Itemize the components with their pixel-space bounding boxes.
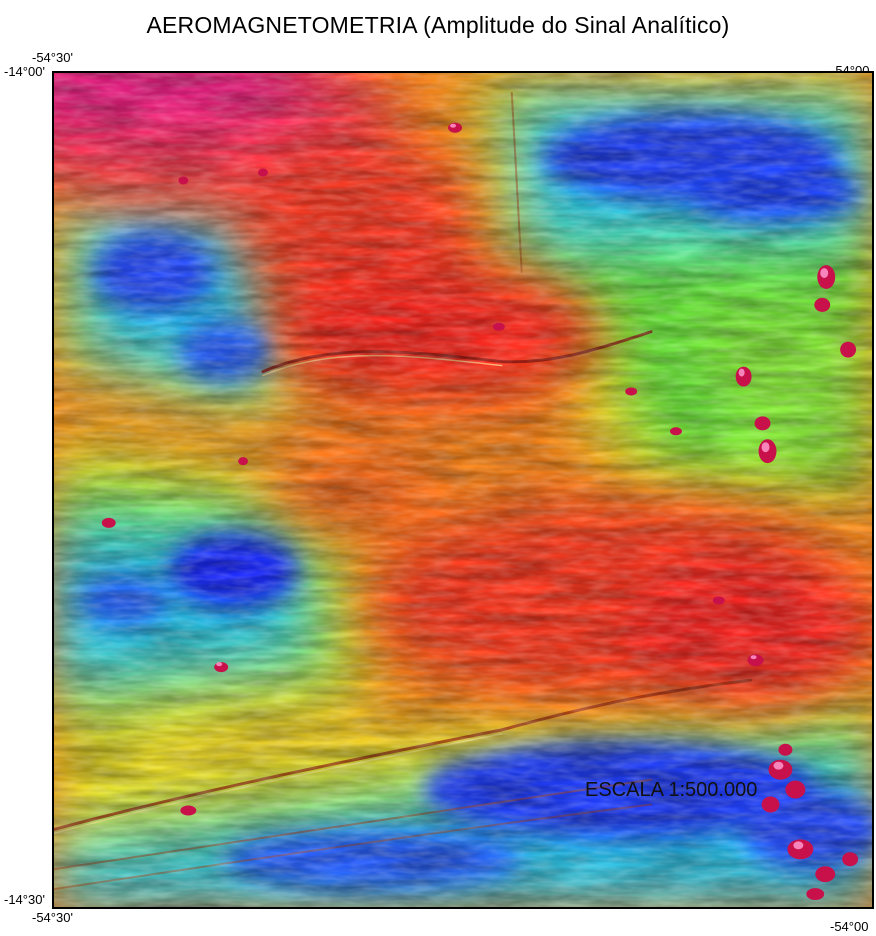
- map-scale-label: ESCALA 1:500.000: [585, 779, 758, 801]
- longitude-label-bottom-right: -54°00: [830, 919, 869, 934]
- analytic-signal-raster: [54, 73, 872, 907]
- map-title: AEROMAGNETOMETRIA (Amplitude do Sinal An…: [146, 12, 730, 38]
- latitude-label-bottom-left: -14°30': [4, 892, 45, 907]
- latitude-label-top-left: -14°00': [4, 64, 45, 79]
- longitude-label-top-left: -54°30': [32, 50, 73, 65]
- anomaly-peaks: [101, 122, 859, 901]
- longitude-label-bottom-left: -54°30': [32, 910, 73, 925]
- aeromagnetic-map: [52, 71, 874, 909]
